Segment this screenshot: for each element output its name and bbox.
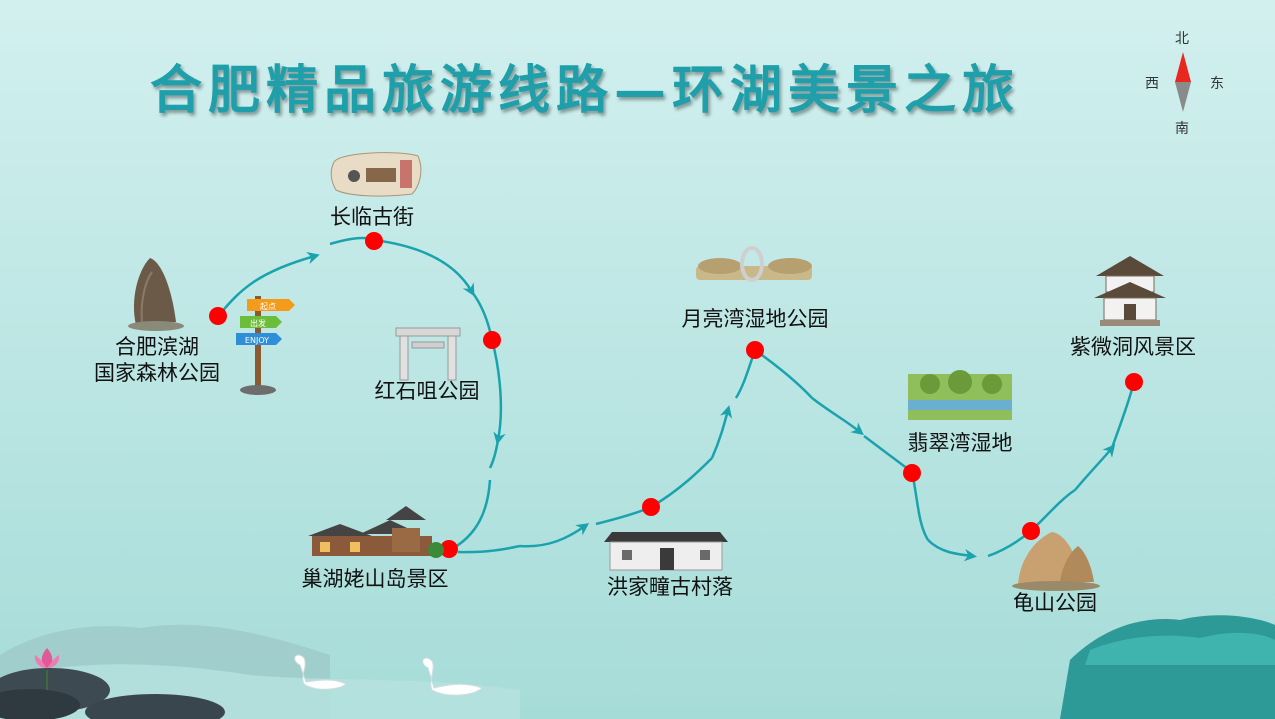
spot-label-hongshizui-park[interactable]: 红石咀公园	[374, 379, 480, 403]
compass-south-label: 南	[1175, 121, 1189, 137]
compass-south-arrow	[1175, 82, 1191, 112]
compass-east-label: 东	[1210, 76, 1224, 92]
route-segment	[488, 439, 500, 469]
route-segment	[219, 252, 320, 315]
compass-north-label: 北	[1175, 31, 1189, 47]
swan-icon	[294, 654, 347, 690]
compass-west-label: 西	[1145, 76, 1159, 92]
route-segment	[519, 523, 590, 548]
route-stop-marker[interactable]	[483, 331, 501, 349]
route-stop-marker[interactable]	[1022, 522, 1040, 540]
lotus-icon	[34, 648, 60, 690]
route-segment	[457, 544, 521, 554]
signpost-bottom-text: ENJOY	[245, 336, 269, 345]
signpost-mid-text: 出发	[250, 318, 266, 328]
spot-label-line: 国家森林公园	[94, 361, 220, 385]
route-stop-marker[interactable]	[440, 540, 458, 558]
route-segment	[1074, 444, 1116, 491]
route-segment	[811, 397, 864, 436]
signpost: 起点 出发 ENJOY	[236, 296, 295, 395]
island-buildings-icon	[308, 506, 444, 558]
route-stop-marker[interactable]	[746, 341, 764, 359]
spot-label-forest-park[interactable]: 合肥滨湖 国家森林公园	[82, 334, 232, 386]
spot-label-line: 合肥滨湖	[115, 335, 199, 359]
route-stop-marker[interactable]	[903, 464, 921, 482]
spot-label-laoshan-island[interactable]: 巢湖姥山岛景区	[301, 567, 449, 591]
spot-label-guishan-park[interactable]: 龟山公园	[1013, 591, 1097, 615]
route-segment	[710, 405, 733, 459]
route-stop-marker[interactable]	[1125, 373, 1143, 391]
route-stop-marker[interactable]	[209, 307, 227, 325]
turtle-rock-icon	[1012, 532, 1100, 591]
spot-label-hongjiatuan-village[interactable]: 洪家疃古村落	[607, 575, 733, 599]
pagoda-icon	[1094, 256, 1166, 326]
spot-label-changlin-street[interactable]: 长临古街	[330, 205, 414, 229]
spot-label-ziweidong-scenic[interactable]: 紫微洞风景区	[1070, 335, 1196, 359]
route-stop-marker[interactable]	[365, 232, 383, 250]
route-segment	[490, 339, 506, 445]
spot-label-emerald-bay-wetland[interactable]: 翡翠湾湿地	[907, 431, 1013, 455]
lake-scenery	[0, 615, 1275, 719]
swan-icon	[422, 657, 483, 696]
route-markers	[209, 232, 1143, 558]
moon-sculpture-icon	[696, 246, 812, 282]
route-segment	[373, 238, 475, 297]
spot-label-moon-bay-wetland[interactable]: 月亮湾湿地公园	[681, 307, 829, 331]
route-segment	[650, 457, 713, 509]
archway-icon	[395, 327, 461, 381]
route-segment	[927, 539, 977, 562]
route-segment	[449, 479, 492, 552]
wetland-icon	[908, 370, 1012, 420]
signpost-top-text: 起点	[260, 302, 276, 311]
village-house-icon	[604, 532, 728, 571]
ancient-street-stone-icon	[330, 152, 422, 197]
page-title: 合肥精品旅游线路—环湖美景之旅	[150, 60, 1021, 121]
route-stop-marker[interactable]	[642, 498, 660, 516]
compass-north-arrow	[1175, 52, 1191, 82]
forest-park-stone-icon	[128, 258, 184, 331]
compass	[1175, 52, 1191, 112]
